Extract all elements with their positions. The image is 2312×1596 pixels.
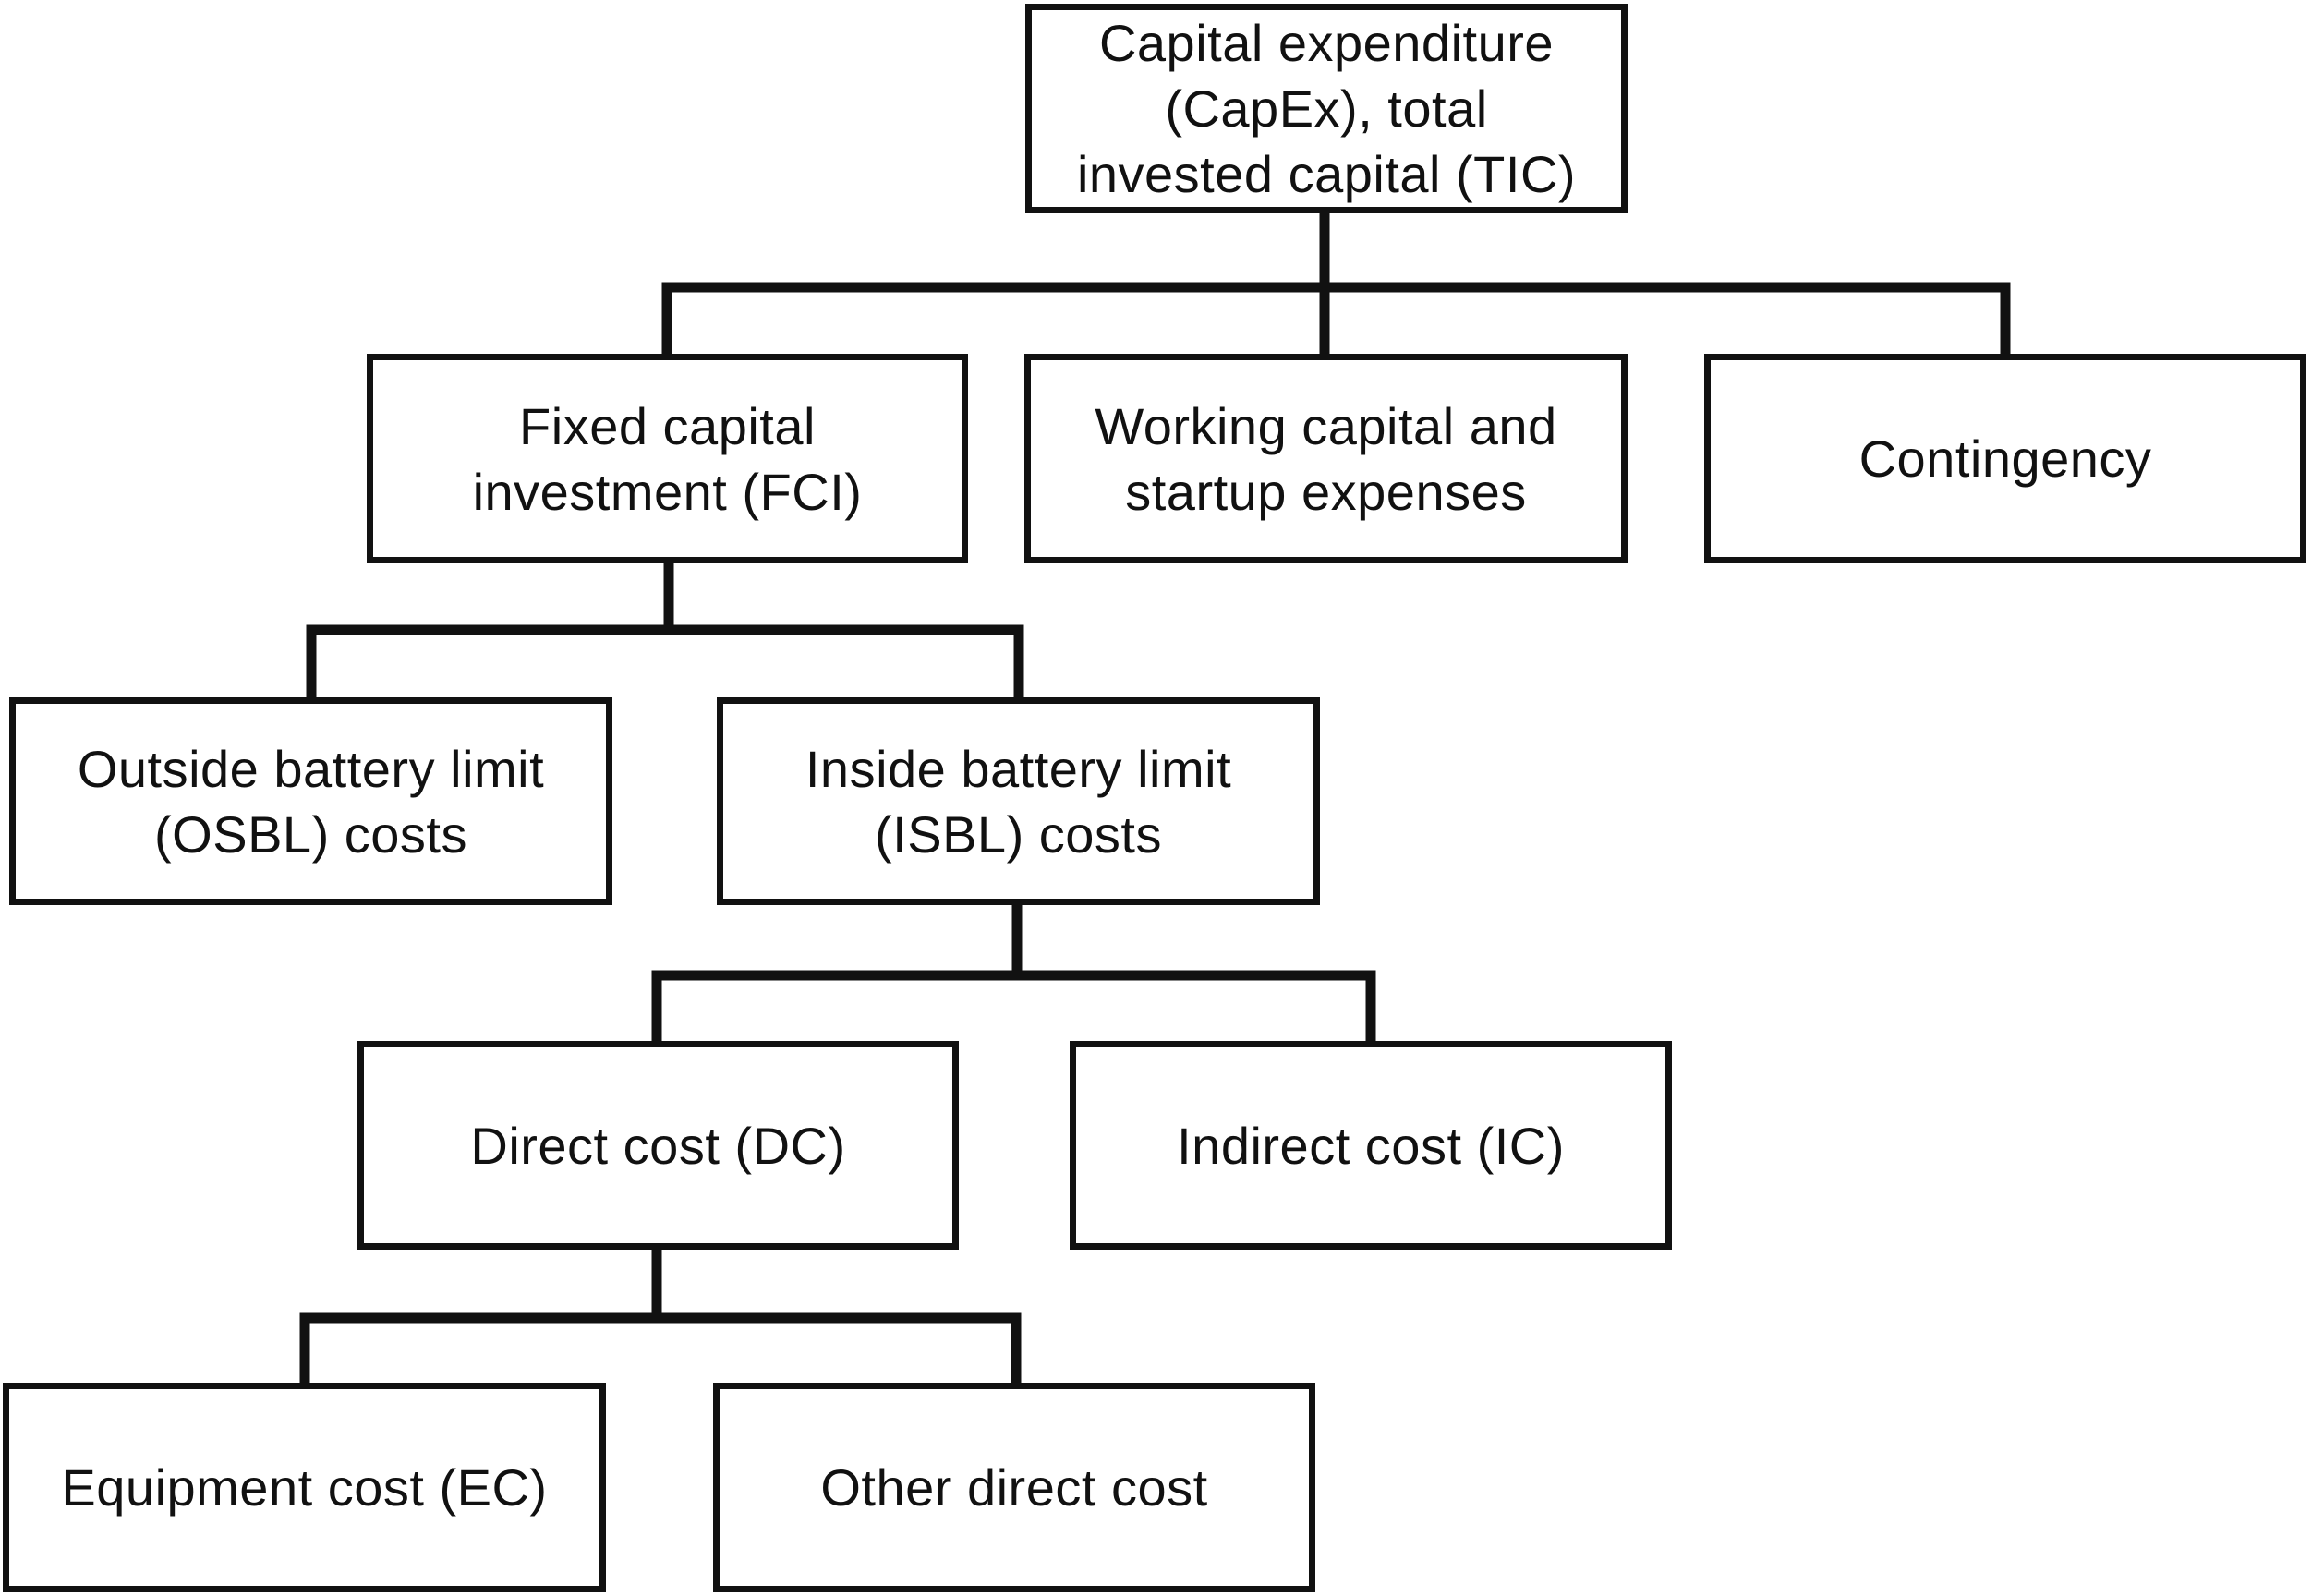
node-fci: Fixed capital investment (FCI) [367, 354, 968, 563]
node-isbl-label: Inside battery limit (ISBL) costs [805, 739, 1232, 864]
node-tic-label: Capital expenditure (CapEx), total inves… [1076, 14, 1577, 203]
node-contingency-label: Contingency [1858, 429, 2152, 488]
node-indirect-cost-label: Indirect cost (IC) [1177, 1116, 1565, 1175]
connector-fci-children [306, 555, 1024, 703]
node-indirect-cost: Indirect cost (IC) [1070, 1041, 1672, 1250]
node-direct-cost: Direct cost (DC) [357, 1041, 959, 1250]
node-fci-label: Fixed capital investment (FCI) [472, 396, 863, 521]
node-working-capital: Working capital and startup expenses [1024, 354, 1628, 563]
node-other-direct-cost: Other direct cost [713, 1383, 1315, 1592]
node-osbl-label: Outside battery limit (OSBL) costs [77, 739, 545, 864]
connector-tic-children [661, 205, 2011, 359]
node-isbl: Inside battery limit (ISBL) costs [717, 697, 1320, 905]
node-osbl: Outside battery limit (OSBL) costs [9, 697, 612, 905]
node-direct-cost-label: Direct cost (DC) [470, 1116, 846, 1175]
node-equipment-cost: Equipment cost (EC) [3, 1383, 606, 1592]
node-other-direct-cost-label: Other direct cost [820, 1458, 1208, 1517]
node-tic: Capital expenditure (CapEx), total inves… [1025, 4, 1628, 213]
connector-dc-children [299, 1241, 1022, 1388]
connector-isbl-children [651, 897, 1376, 1046]
node-equipment-cost-label: Equipment cost (EC) [61, 1458, 548, 1517]
node-working-capital-label: Working capital and startup expenses [1095, 396, 1557, 521]
node-contingency: Contingency [1704, 354, 2306, 563]
